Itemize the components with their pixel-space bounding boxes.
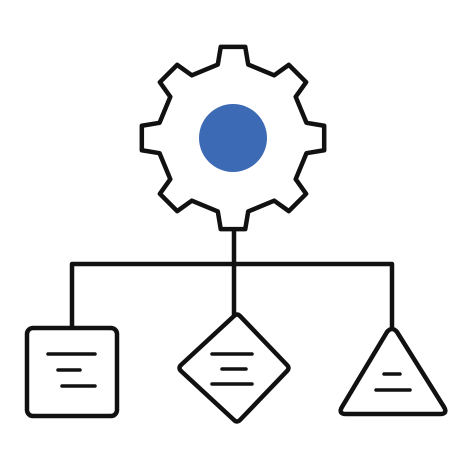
child-node-square <box>24 325 120 419</box>
branch-line <box>69 261 395 333</box>
child-node-diamond <box>177 312 291 424</box>
text-lines-icon <box>210 352 254 386</box>
document-square <box>24 325 120 419</box>
text-lines-icon <box>46 352 97 388</box>
gear-node <box>139 44 327 232</box>
gear-center-dot <box>199 104 267 172</box>
connector-lines <box>69 223 395 333</box>
warning-triangle <box>338 326 448 417</box>
text-lines-icon <box>374 372 412 392</box>
child-node-triangle <box>338 326 448 417</box>
